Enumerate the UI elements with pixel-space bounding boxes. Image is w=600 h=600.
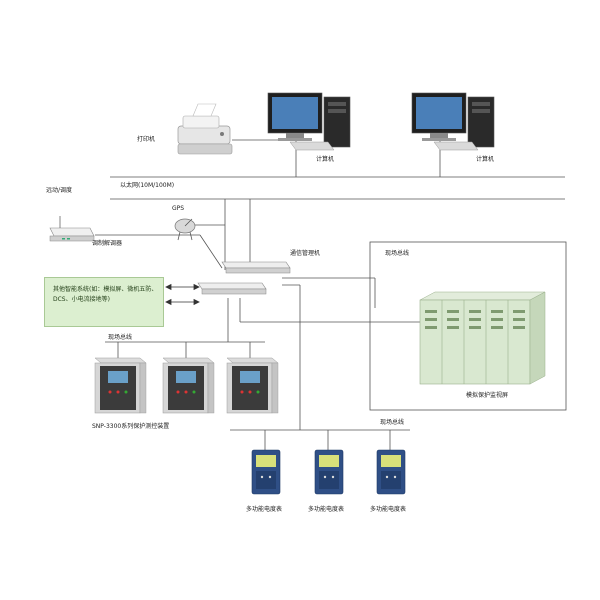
bus-label-1: 现场总线 [385,250,410,257]
cabinet-icon [419,291,546,385]
modem-icon [49,216,95,242]
computer-label-1: 计算机 [316,156,335,163]
gps-label: GPS [172,205,185,212]
arrows [165,283,200,306]
protection-device-2 [162,357,215,414]
other-systems-label: 其他智能系统(如：模拟屏、微机五防、DCS、小电流接地等) [53,286,158,303]
connection-lines [95,139,567,450]
bus-label-3: 现场总线 [380,419,405,426]
protection-device-1 [94,357,147,414]
comm-manager-icon [197,261,291,295]
bus-label-2: 现场总线 [108,334,133,341]
comm-manager-label: 通信管理机 [290,250,321,257]
remote-label: 远动/调度 [46,187,73,194]
meter-icon-3 [376,449,406,495]
gps-icon [174,218,196,241]
meter-label-1: 多功能电度表 [246,506,283,513]
meter-icon-1 [251,449,281,495]
cabinet-label: 模拟保护监视屏 [466,392,509,399]
protection-devices-label: SNP-3300系列保护测控装置 [92,423,170,430]
meter-label-2: 多功能电度表 [308,506,345,513]
printer-icon [177,103,233,155]
computer-label-2: 计算机 [476,156,495,163]
ethernet-label: 以太网(10M/100M) [120,182,175,189]
printer-label: 打印机 [137,136,156,143]
other-systems-box: 其他智能系统(如：模拟屏、微机五防、DCS、小电流接地等) [44,277,164,327]
computer-icon-1 [267,92,351,151]
computer-icon-2 [411,92,495,151]
protection-device-3 [226,357,279,414]
meter-label-3: 多功能电度表 [370,506,407,513]
meter-icon-2 [314,449,344,495]
modem-label: 调制解调器 [92,240,123,247]
